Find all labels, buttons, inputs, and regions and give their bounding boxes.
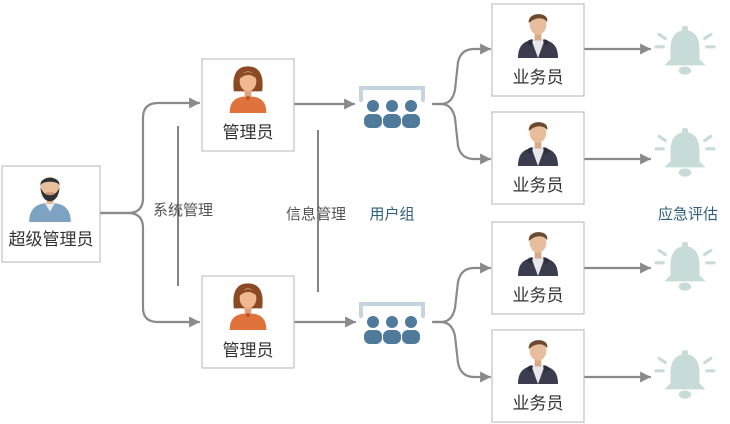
node-label: 超级管理员 [9, 230, 94, 249]
node-admin-top[interactable]: 管理员 [201, 58, 295, 152]
label-user-group: 用户组 [369, 206, 414, 223]
node-staff-2[interactable]: 业务员 [491, 111, 585, 205]
edge-super-to-admin-bottom [98, 211, 201, 328]
label-system-management: 系统管理 [153, 202, 213, 219]
node-staff-4[interactable]: 业务员 [491, 329, 585, 423]
edge-group-bottom-to-staff-3 [431, 262, 492, 324]
user-group-icon [361, 304, 423, 344]
alarm-bell-icon [654, 240, 716, 293]
node-label: 管理员 [223, 123, 274, 142]
edge-super-to-admin-top [98, 97, 201, 215]
node-label: 管理员 [223, 341, 274, 360]
user-group-icon [361, 88, 423, 128]
edge-group-top-to-staff-2 [431, 102, 492, 165]
node-label: 业务员 [513, 394, 564, 413]
node-label: 业务员 [513, 176, 564, 195]
edge-group-bottom-to-staff-4 [431, 320, 492, 383]
node-label: 业务员 [513, 286, 564, 305]
edge-group-top-to-staff-1 [431, 43, 492, 106]
alarm-bell-icon [654, 348, 716, 401]
label-info-management: 信息管理 [286, 206, 346, 223]
node-admin-bottom[interactable]: 管理员 [201, 275, 295, 369]
alarm-bell-icon [654, 24, 716, 77]
node-staff-1[interactable]: 业务员 [491, 3, 585, 97]
node-staff-3[interactable]: 业务员 [491, 221, 585, 315]
label-emergency-evaluation: 应急评估 [658, 205, 718, 223]
node-super-admin[interactable]: 超级管理员 [1, 165, 101, 263]
alarm-bell-icon [654, 126, 716, 179]
node-label: 业务员 [513, 68, 564, 87]
connectors [98, 43, 652, 383]
